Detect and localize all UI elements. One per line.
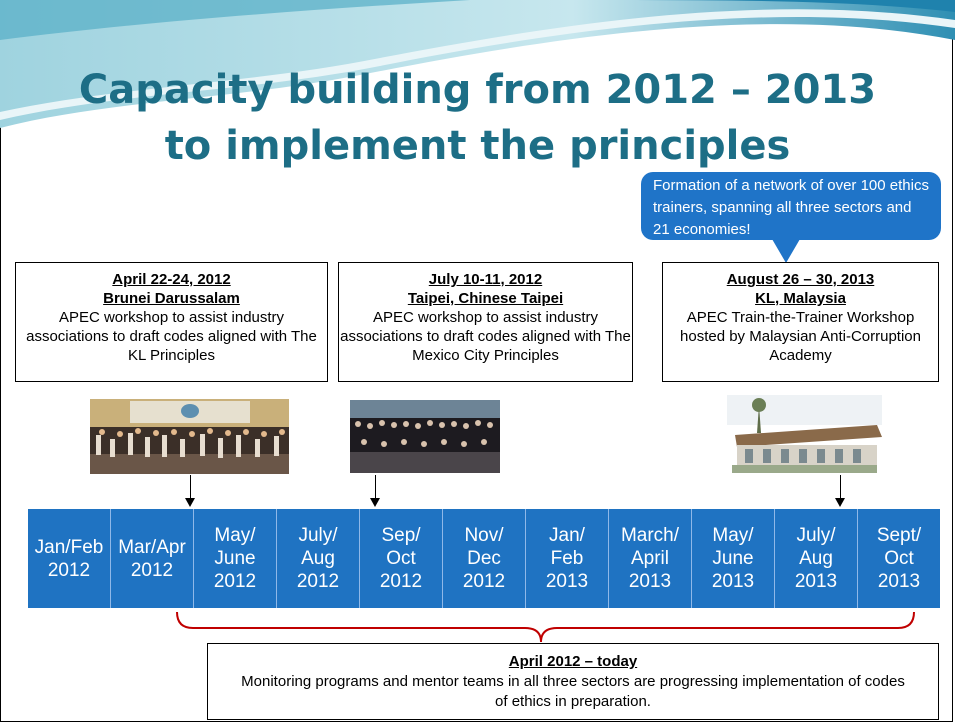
arrow-malaysia bbox=[840, 475, 841, 499]
academy-building-photo bbox=[727, 395, 882, 475]
event-description: APEC Train-the-Trainer Workshop hosted b… bbox=[680, 309, 921, 364]
arrow-taipei bbox=[375, 475, 376, 499]
brunei-group-photo bbox=[90, 399, 289, 474]
event-description: APEC workshop to assist industry associa… bbox=[340, 309, 631, 364]
timeline-period: Jan/Feb 2012 bbox=[34, 536, 104, 581]
timeline-bar: Jan/Feb 2012 Mar/Apr 2012 May/ June 2012… bbox=[28, 509, 940, 608]
timeline-period: Sep/ Oct 2012 bbox=[359, 509, 442, 608]
summary-bracket bbox=[176, 611, 915, 643]
title-line-1: Capacity building from 2012 – 2013 bbox=[78, 67, 877, 113]
summary-text: Monitoring programs and mentor teams in … bbox=[241, 673, 905, 710]
event-malaysia: August 26 – 30, 2013 KL, Malaysia APEC T… bbox=[662, 262, 939, 382]
event-date: August 26 – 30, 2013 bbox=[726, 271, 875, 288]
timeline-period: May/ June 2012 bbox=[193, 509, 276, 608]
timeline-period: July/ Aug 2012 bbox=[276, 509, 359, 608]
event-place: Brunei Darussalam bbox=[103, 290, 240, 307]
summary-date: April 2012 – today bbox=[508, 653, 638, 670]
slide-title: Capacity building from 2012 – 2013 to im… bbox=[0, 62, 955, 174]
callout-pointer bbox=[772, 239, 800, 263]
event-date: July 10-11, 2012 bbox=[428, 271, 543, 288]
timeline-period: Mar/Apr 2012 bbox=[110, 509, 193, 608]
timeline-period: Sept/ Oct 2013 bbox=[857, 509, 940, 608]
event-description: APEC workshop to assist industry associa… bbox=[26, 309, 317, 364]
timeline-period: Jan/ Feb 2013 bbox=[525, 509, 608, 608]
event-brunei: April 22-24, 2012 Brunei Darussalam APEC… bbox=[15, 262, 328, 382]
timeline-period: Nov/ Dec 2012 bbox=[442, 509, 525, 608]
timeline-period: July/ Aug 2013 bbox=[774, 509, 857, 608]
title-line-2: to implement the principles bbox=[164, 123, 791, 169]
timeline-period: March/ April 2013 bbox=[608, 509, 691, 608]
network-callout: Formation of a network of over 100 ethic… bbox=[641, 172, 941, 240]
arrow-head bbox=[185, 498, 195, 507]
arrow-brunei bbox=[190, 475, 191, 499]
event-place: KL, Malaysia bbox=[755, 290, 846, 307]
timeline-period: May/ June 2013 bbox=[691, 509, 774, 608]
taipei-group-photo bbox=[350, 400, 500, 473]
event-taipei: July 10-11, 2012 Taipei, Chinese Taipei … bbox=[338, 262, 633, 382]
summary-box: April 2012 – today Monitoring programs a… bbox=[207, 643, 939, 720]
event-date: April 22-24, 2012 bbox=[112, 271, 231, 288]
arrow-head bbox=[835, 498, 845, 507]
event-place: Taipei, Chinese Taipei bbox=[407, 290, 564, 307]
arrow-head bbox=[370, 498, 380, 507]
header-swoosh bbox=[0, 0, 955, 128]
